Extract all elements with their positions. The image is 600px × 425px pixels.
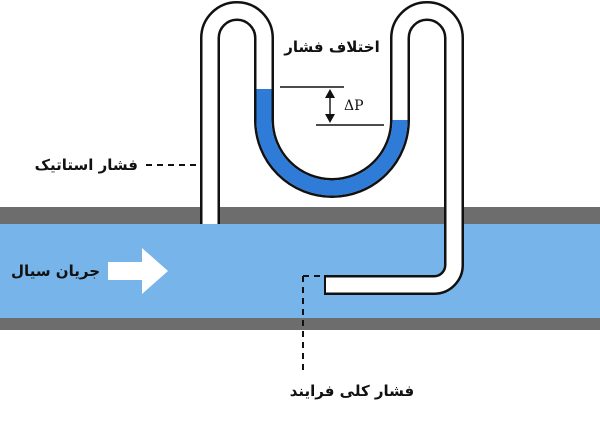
static-pressure-label: فشار استاتیک [35,156,138,174]
pipe-wall-bottom [0,318,600,330]
delta-p-label: ΔP [344,98,364,114]
pipe-fluid [0,224,600,318]
flow-arrow-icon [108,248,168,294]
total-pressure-label: فشار کلی فرایند [290,382,415,400]
pipe-wall-top [0,207,600,224]
delta-p-arrow-up [325,89,335,98]
delta-p-arrow-down [325,114,335,123]
manometer-liquid [256,89,408,196]
pressure-difference-label: اختلاف فشار [283,38,379,56]
fluid-flow-label: جریان سیال [11,262,100,280]
